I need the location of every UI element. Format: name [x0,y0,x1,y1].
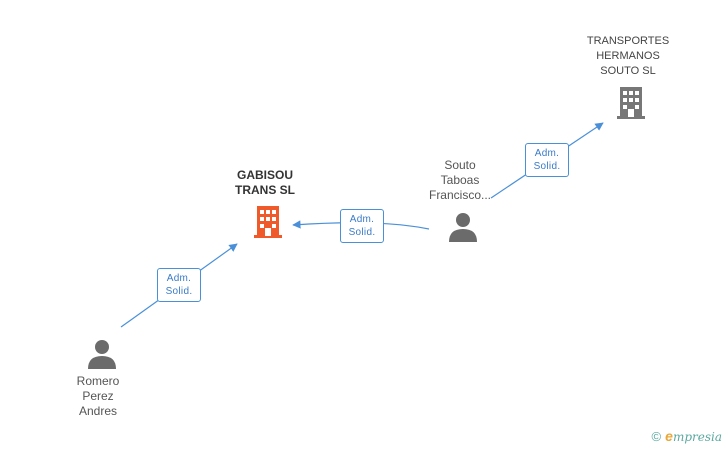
building-icon-gabisou[interactable] [252,204,284,238]
company-gabisou-label[interactable]: GABISOU TRANS SL [235,168,295,197]
empresia-brand[interactable]: © empresia [652,428,722,444]
brand-name: mpresia [672,430,722,444]
edge-label-line1: Adm. [534,148,560,159]
edge-label-line1: Adm. [166,273,192,284]
copyright-symbol: © [651,428,662,444]
edge-label-line2: Solid. [533,161,561,172]
edge-label-souto-gabisou[interactable]: Adm. Solid. [340,209,384,243]
company-transportes-label[interactable]: TRANSPORTES HERMANOS SOUTO SL [586,35,670,77]
edge-label-line2: Solid. [348,227,376,238]
person-souto-label[interactable]: Souto Taboas Francisco... [428,158,491,202]
edge-label-line2: Solid. [165,286,193,297]
brand-logo-e: e [665,428,673,444]
building-icon-transportes[interactable] [615,85,647,119]
edge-label-line1: Adm. [349,214,375,225]
edge-label-souto-transportes[interactable]: Adm. Solid. [525,143,569,177]
edge-label-romero-gabisou[interactable]: Adm. Solid. [157,268,201,302]
person-icon-romero[interactable] [87,339,117,369]
person-icon-souto[interactable] [448,212,478,242]
person-romero-label[interactable]: Romero Perez Andres [76,374,120,418]
